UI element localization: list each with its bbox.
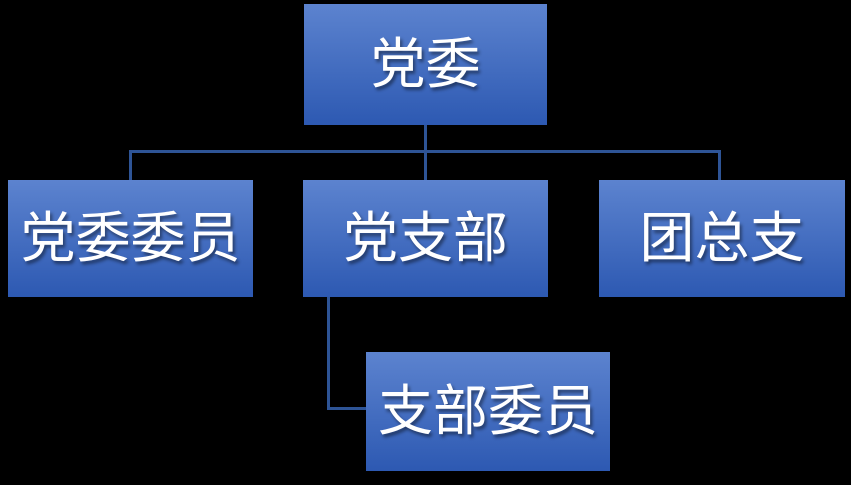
connector-branch-horizontal [327, 407, 366, 410]
connector-drop-left [129, 150, 132, 180]
node-league-general-branch: 团总支 [599, 180, 845, 297]
connector-top-stem [424, 125, 427, 152]
connector-drop-right [718, 150, 721, 180]
node-party-committee-members: 党委委员 [8, 180, 253, 297]
node-party-branch: 党支部 [303, 180, 548, 297]
node-branch-members: 支部委员 [366, 352, 610, 471]
connector-drop-middle [424, 150, 427, 180]
node-party-committee: 党委 [304, 4, 547, 125]
connector-branch-vertical [327, 297, 330, 410]
